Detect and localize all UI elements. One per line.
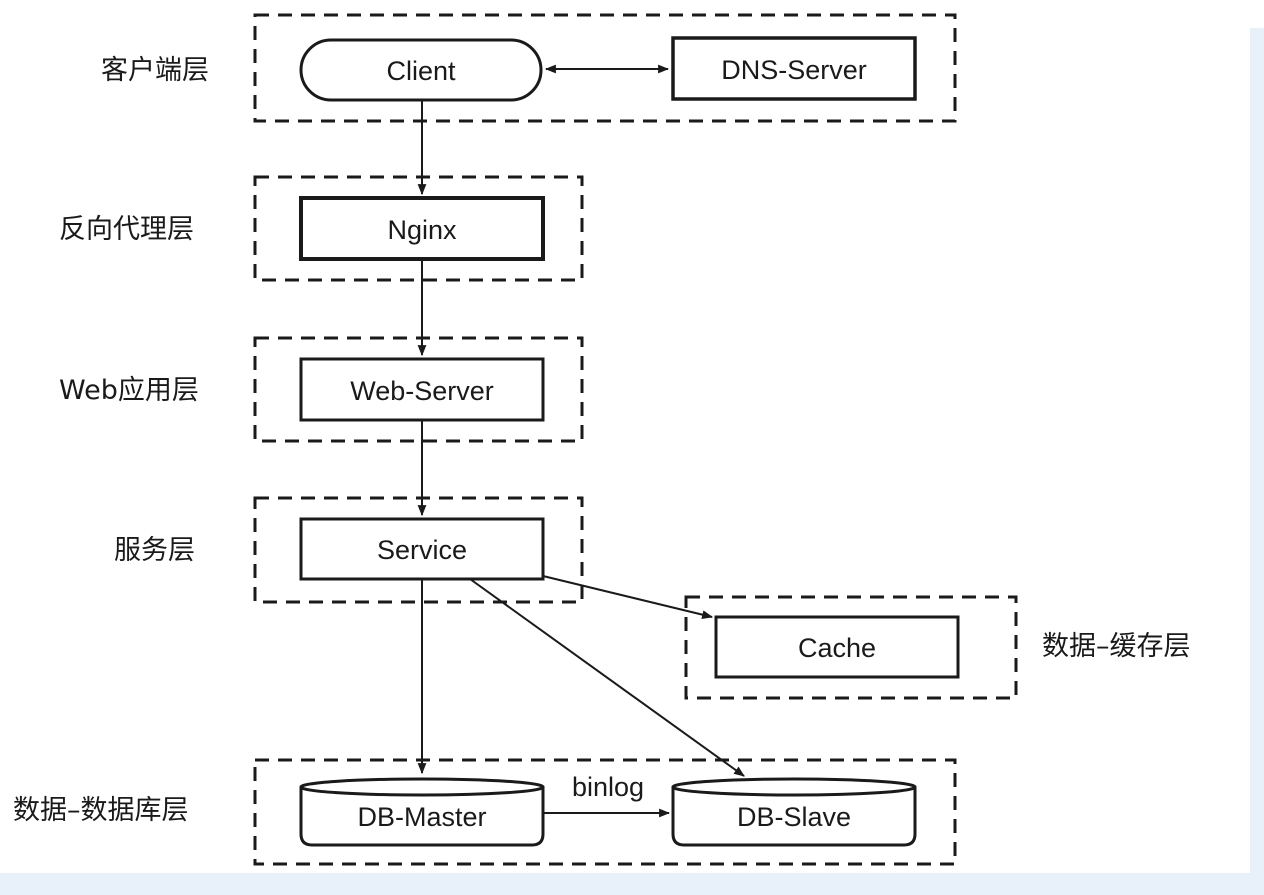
node-nginx-label: Nginx — [387, 215, 457, 245]
layer-label-cache: 数据–缓存层 — [1042, 631, 1191, 662]
node-db-master-label: DB-Master — [357, 802, 486, 832]
node-web-server: Web-Server — [299, 357, 545, 422]
node-nginx: Nginx — [299, 196, 545, 261]
node-service-label: Service — [377, 535, 467, 565]
panel-background — [0, 28, 1264, 895]
edge-service-cache — [542, 575, 714, 619]
layer-label-web: Web应用层 — [59, 375, 199, 406]
node-db-master: DB-Master — [299, 777, 545, 847]
node-cache-label: Cache — [798, 633, 876, 663]
layer-box-cache — [684, 595, 1018, 700]
node-web-server-label: Web-Server — [350, 376, 494, 406]
node-dns-server: DNS-Server — [671, 36, 917, 101]
layer-label-service: 服务层 — [114, 535, 195, 566]
layer-box-database — [253, 758, 957, 866]
node-cache: Cache — [714, 615, 960, 679]
node-db-slave-label: DB-Slave — [737, 802, 851, 832]
layer-box-proxy — [253, 175, 584, 282]
node-service: Service — [299, 517, 545, 581]
node-client-label: Client — [386, 56, 456, 86]
layer-label-database: 数据–数据库层 — [13, 795, 189, 826]
layer-label-client: 客户端层 — [101, 55, 209, 86]
layer-box-service — [253, 496, 584, 604]
edge-binlog-label: binlog — [572, 772, 644, 802]
node-db-slave: DB-Slave — [671, 777, 917, 847]
node-dns-server-label: DNS-Server — [721, 55, 867, 85]
panel-inner — [0, 28, 1250, 873]
layer-box-web — [253, 336, 584, 443]
edge-service-dbslave — [469, 578, 745, 777]
layer-label-proxy: 反向代理层 — [59, 214, 194, 245]
node-client: Client — [299, 38, 543, 102]
layer-box-client — [253, 13, 957, 123]
